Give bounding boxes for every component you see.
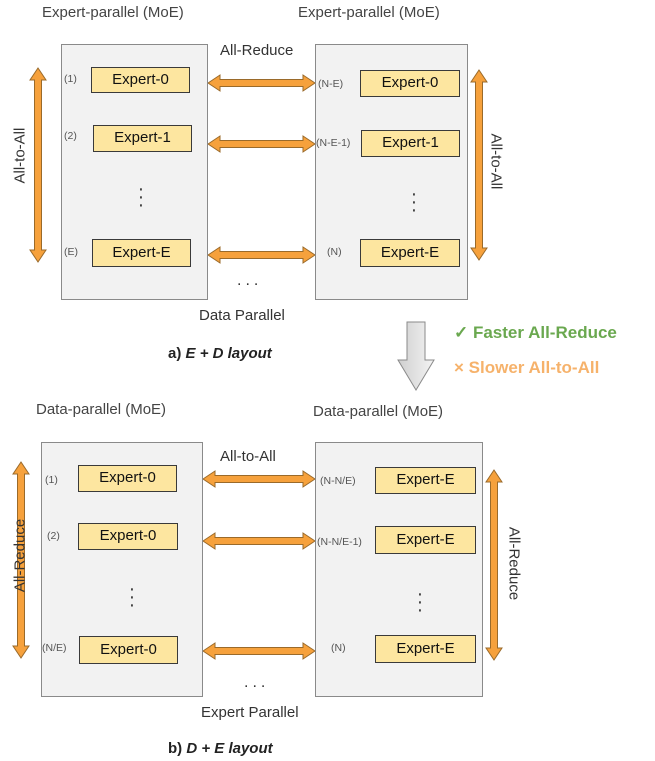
top-right-expert-3: Expert-E [360, 239, 460, 267]
top-left-expert-3: Expert-E [92, 239, 191, 267]
top-left-vertical-arrow [29, 67, 47, 263]
bottom-caption: b) D + E layout [168, 740, 273, 757]
bottom-arrow-row-3 [202, 642, 316, 660]
bottom-right-vertical-arrow [485, 469, 503, 661]
bottom-left-header: Data-parallel (MoE) [36, 401, 167, 418]
bottom-right-vertical-dots: ··· [416, 583, 424, 621]
top-bottom-label: Data Parallel [199, 307, 285, 324]
top-arrow-row-1 [207, 74, 316, 92]
top-arrow-row-2 [207, 135, 316, 153]
top-left-header: Expert-parallel (MoE) [42, 4, 184, 21]
top-left-index-2: (2) [64, 130, 77, 142]
top-horizontal-dots: ... [237, 272, 263, 289]
top-left-expert-1: Expert-0 [91, 67, 190, 93]
bottom-right-index-3: (N) [331, 642, 346, 654]
top-caption-layout: E + D layout [185, 345, 272, 362]
bottom-arrow-row-2 [202, 532, 316, 550]
slower-all-to-all-note: × Slower All-to-All [454, 358, 600, 377]
bottom-right-side-label: All-Reduce [505, 526, 523, 601]
top-right-side-label: All-to-All [487, 133, 505, 190]
bottom-bottom-label: Expert Parallel [201, 704, 299, 721]
bottom-right-expert-3: Expert-E [375, 635, 476, 663]
bottom-right-index-2: (N-N/E-1) [317, 536, 362, 548]
top-left-vertical-dots: ··· [137, 178, 145, 216]
bottom-left-expert-2: Expert-0 [78, 523, 178, 550]
bottom-left-side-label: All-Reduce [11, 518, 29, 593]
bottom-horizontal-dots: ... [244, 674, 270, 691]
bottom-caption-layout: D + E layout [186, 740, 273, 757]
bottom-left-index-3: (N/E) [42, 642, 67, 654]
top-right-vertical-dots: ··· [410, 183, 418, 221]
bottom-right-expert-1: Expert-E [375, 467, 476, 494]
top-caption: a) E + D layout [168, 345, 272, 362]
top-arrow-row-3 [207, 246, 316, 264]
bottom-left-index-1: (1) [45, 474, 58, 486]
bottom-left-vertical-arrow [12, 461, 30, 659]
bottom-left-expert-1: Expert-0 [78, 465, 177, 492]
bottom-arrow-row-1 [202, 470, 316, 488]
top-right-vertical-arrow [470, 69, 488, 261]
top-caption-prefix: a) [168, 345, 182, 362]
top-right-index-1: (N-E) [318, 78, 344, 90]
top-right-expert-1: Expert-0 [360, 70, 460, 97]
top-middle-label: All-Reduce [220, 42, 294, 59]
bottom-right-header: Data-parallel (MoE) [313, 403, 444, 420]
bottom-middle-label: All-to-All [220, 448, 276, 465]
bottom-left-index-2: (2) [47, 530, 60, 542]
bottom-left-vertical-dots: ··· [128, 578, 136, 616]
top-right-index-2: (N-E-1) [316, 137, 351, 149]
top-right-index-3: (N) [327, 246, 342, 258]
bottom-right-index-1: (N-N/E) [320, 475, 356, 487]
top-left-expert-2: Expert-1 [93, 125, 192, 152]
transition-down-arrow [397, 321, 435, 391]
top-left-index-1: (1) [64, 73, 77, 85]
bottom-right-expert-2: Expert-E [375, 526, 476, 554]
faster-all-reduce-note: ✓ Faster All-Reduce [454, 323, 617, 342]
top-left-side-label: All-to-All [11, 127, 29, 184]
top-right-header: Expert-parallel (MoE) [298, 4, 440, 21]
top-right-expert-2: Expert-1 [361, 130, 460, 157]
bottom-caption-prefix: b) [168, 740, 183, 757]
top-left-index-3: (E) [64, 246, 78, 258]
bottom-left-expert-3: Expert-0 [79, 636, 178, 664]
